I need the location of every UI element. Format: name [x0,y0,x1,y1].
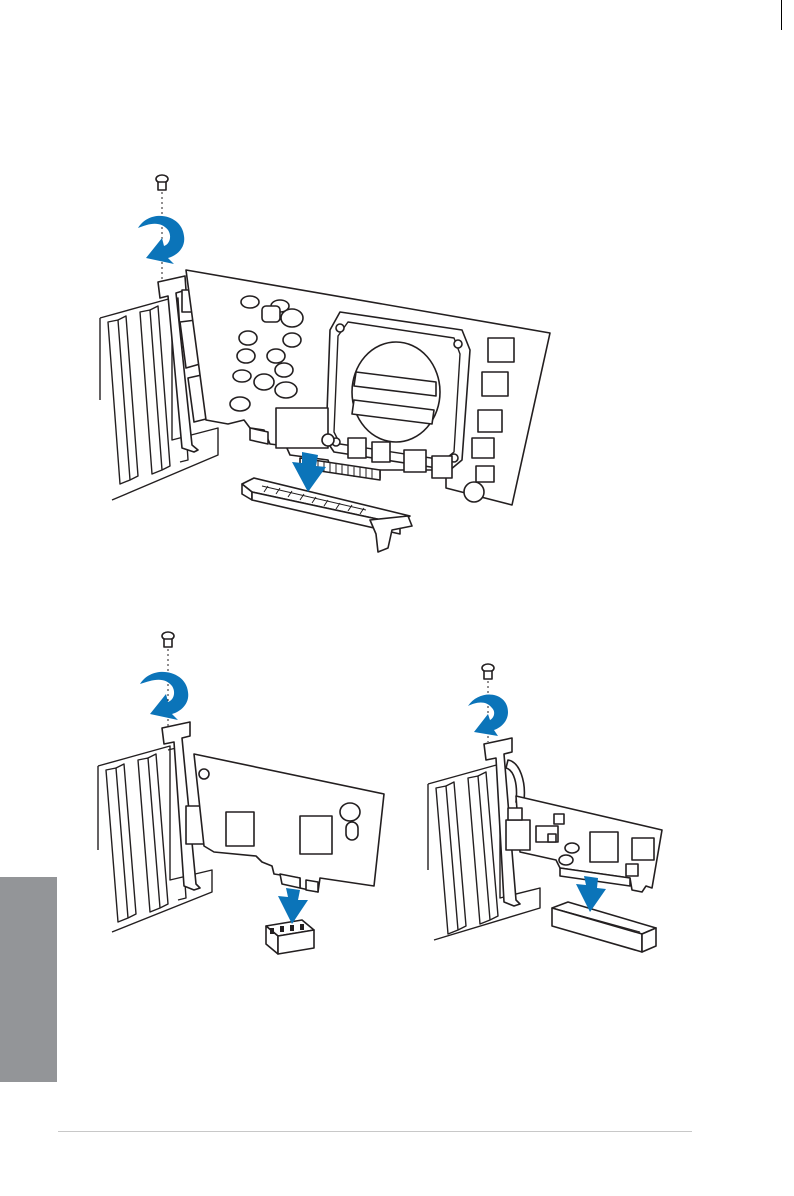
pci-chip [590,832,618,862]
slot-latch [370,516,412,552]
screw-icon [156,175,168,282]
pci-slot [552,902,656,952]
pcie-x16-slot [242,478,412,552]
pci-card-figure [428,664,662,952]
main-chip [300,816,332,854]
insert-arrow-icon [278,888,308,924]
graphics-card-figure [100,175,550,552]
rotate-arrow-icon [138,216,184,264]
bridge-chip [276,408,328,448]
rotate-arrow-icon [140,672,188,720]
pcie-x1-card-figure [98,632,384,954]
card-port [506,820,530,850]
pcie-x1-slot [266,920,314,954]
rotate-arrow-icon [468,695,508,736]
controller-chip [226,812,254,846]
